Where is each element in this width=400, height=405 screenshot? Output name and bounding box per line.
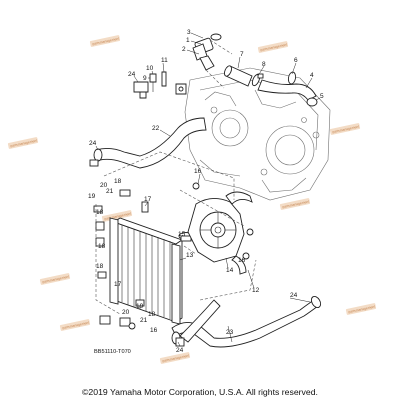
- svg-text:partsmanagement: partsmanagement: [332, 125, 360, 135]
- hose-7: [224, 65, 253, 87]
- watermark: partsmanagement: [39, 273, 71, 285]
- callout-11: 11: [161, 57, 168, 64]
- callout-24-right: 24: [290, 292, 298, 299]
- drawing-code: BB51110-T070: [94, 349, 131, 355]
- callout-1: 1: [186, 37, 190, 44]
- callout-12: 12: [252, 287, 260, 294]
- callout-10: 10: [146, 65, 154, 72]
- svg-text:partsmanagement: partsmanagement: [104, 212, 132, 222]
- callout-21-a: 21: [106, 188, 114, 195]
- hose-clamp-6: [287, 71, 297, 85]
- callout-21-b: 21: [140, 317, 148, 324]
- callout-18-a: 18: [114, 178, 122, 185]
- watermark: partsmanagement: [279, 198, 311, 210]
- radiator: [109, 217, 183, 325]
- callout-23: 23: [226, 329, 234, 336]
- callout-7: 7: [240, 51, 244, 58]
- assembly-guides: [95, 151, 257, 315]
- svg-text:partsmanagement: partsmanagement: [42, 275, 70, 285]
- svg-text:partsmanagement: partsmanagement: [260, 43, 288, 53]
- hose-22: [93, 117, 207, 169]
- callouts: 3 1 2 7 8 6 4 5 11 10 24 9 22 24 16 18 2…: [88, 29, 324, 354]
- callout-16-low: 16: [150, 327, 158, 334]
- svg-text:partsmanagement: partsmanagement: [92, 37, 120, 47]
- callout-16-mid: 16: [238, 257, 246, 264]
- callout-17-b: 17: [114, 281, 122, 288]
- watermark: partsmanagement: [345, 303, 377, 315]
- watermark: partsmanagement: [101, 210, 133, 222]
- fan-assembly: [187, 191, 253, 275]
- cap-5: [306, 97, 318, 107]
- callout-24-left: 24: [89, 140, 97, 147]
- callout-13: 13: [186, 252, 194, 259]
- callout-5: 5: [320, 93, 324, 100]
- thermostat-housing: [192, 33, 233, 89]
- callout-leaders: [95, 32, 321, 347]
- watermark: partsmanagement: [89, 35, 121, 47]
- callout-18-d: 18: [96, 263, 104, 270]
- callout-14: 14: [226, 267, 234, 274]
- callout-17-a: 17: [144, 196, 152, 203]
- callout-15: 15: [178, 231, 186, 238]
- callout-19-a: 19: [88, 193, 96, 200]
- callout-18-c: 18: [98, 243, 106, 250]
- callout-2: 2: [182, 46, 186, 53]
- left-fasteners: [89, 159, 254, 347]
- radiator-fins: [121, 225, 171, 319]
- callout-8: 8: [262, 61, 266, 68]
- callout-24-bottom: 24: [176, 347, 184, 354]
- svg-text:partsmanagement: partsmanagement: [282, 200, 310, 210]
- svg-text:partsmanagement: partsmanagement: [62, 321, 90, 331]
- hose-clamp-8: [251, 73, 264, 87]
- callout-18-e: 18: [148, 311, 156, 318]
- svg-text:partsmanagement: partsmanagement: [10, 139, 38, 149]
- copyright-notice: ©2019 Yamaha Motor Corporation, U.S.A. A…: [82, 387, 318, 397]
- callout-19-b: 19: [136, 303, 144, 310]
- hose-23: [171, 295, 322, 348]
- callout-20-b: 20: [122, 309, 130, 316]
- watermark-group: partsmanagement partsmanagement partsman…: [7, 35, 377, 364]
- watermark: partsmanagement: [257, 41, 289, 53]
- callout-20-a: 20: [100, 182, 108, 189]
- watermark: partsmanagement: [159, 352, 191, 364]
- svg-text:partsmanagement: partsmanagement: [348, 305, 376, 315]
- watermark: partsmanagement: [329, 123, 361, 135]
- callout-4: 4: [310, 72, 314, 79]
- callout-16-top: 16: [194, 168, 202, 175]
- hose-4: [257, 79, 317, 101]
- watermark: partsmanagement: [59, 319, 91, 331]
- top-left-fasteners: [133, 71, 187, 99]
- callout-22: 22: [152, 125, 160, 132]
- callout-6: 6: [294, 57, 298, 64]
- callout-24-top: 24: [128, 71, 136, 78]
- callout-3: 3: [187, 29, 191, 36]
- callout-9: 9: [143, 75, 147, 82]
- svg-text:partsmanagement: partsmanagement: [162, 354, 190, 364]
- callout-18-b: 18: [96, 209, 104, 216]
- watermark: partsmanagement: [7, 137, 39, 149]
